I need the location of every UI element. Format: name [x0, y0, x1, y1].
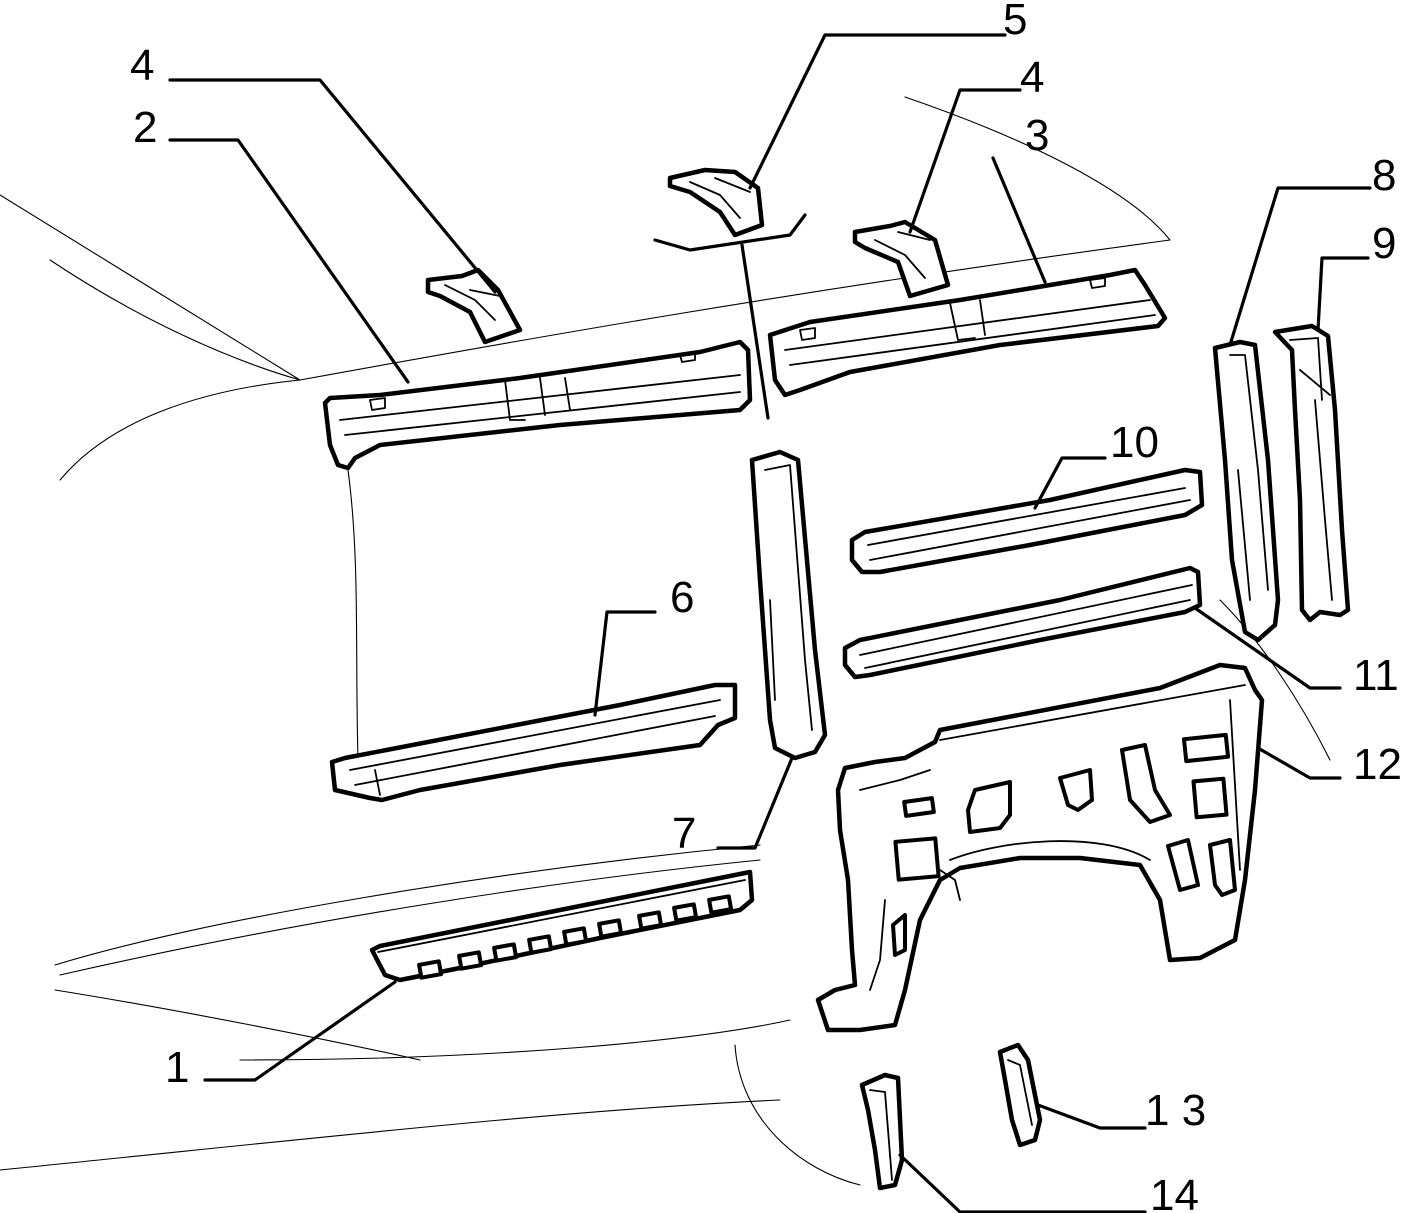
part-9-rear-pillar-outer: [1272, 323, 1351, 623]
sill-slots: [417, 894, 734, 980]
callout-11: 11: [1353, 651, 1399, 700]
part-12-rear-quarter-inner-panel: [815, 662, 1265, 1033]
callout-14: 14: [1150, 1171, 1199, 1213]
callout-4-left: 4: [130, 41, 154, 90]
part-14-bracket: [859, 1072, 905, 1191]
callout-12: 12: [1353, 740, 1402, 789]
callout-labels: 1 2 3 4 4 5 6 7 8 9 10 11 12 1 3 14: [130, 0, 1402, 1213]
part-2-upper-rail-left: [322, 339, 753, 471]
leader-lines: [168, 33, 1372, 1213]
part-10-upper-crossmember: [849, 467, 1205, 575]
callout-3: 3: [1025, 111, 1049, 160]
vehicle-body-outline: [0, 96, 1331, 1186]
part-8-rear-pillar-inner: [1212, 339, 1281, 643]
callout-13: 1 3: [1145, 1086, 1206, 1135]
part-13-bracket: [997, 1042, 1043, 1148]
part-4-bracket-right: [852, 219, 951, 299]
callout-4-right: 4: [1020, 53, 1044, 102]
part-3-upper-rail-right: [767, 267, 1168, 398]
callout-10: 10: [1110, 418, 1159, 467]
callout-8: 8: [1372, 151, 1396, 200]
part-11-lower-crossmember: [842, 565, 1203, 680]
part-6-mid-left-sill: [329, 682, 738, 803]
callout-6: 6: [670, 573, 694, 622]
part-5-center-bracket: [667, 167, 765, 238]
callout-2: 2: [133, 103, 157, 152]
part-7-pillar: [749, 449, 828, 761]
callout-7: 7: [672, 809, 696, 858]
callout-1: 1: [165, 1043, 189, 1092]
callout-9: 9: [1372, 219, 1396, 268]
part-1-lower-sill: [369, 869, 755, 983]
callout-5: 5: [1003, 0, 1027, 44]
part-4-bracket-left: [425, 267, 523, 345]
